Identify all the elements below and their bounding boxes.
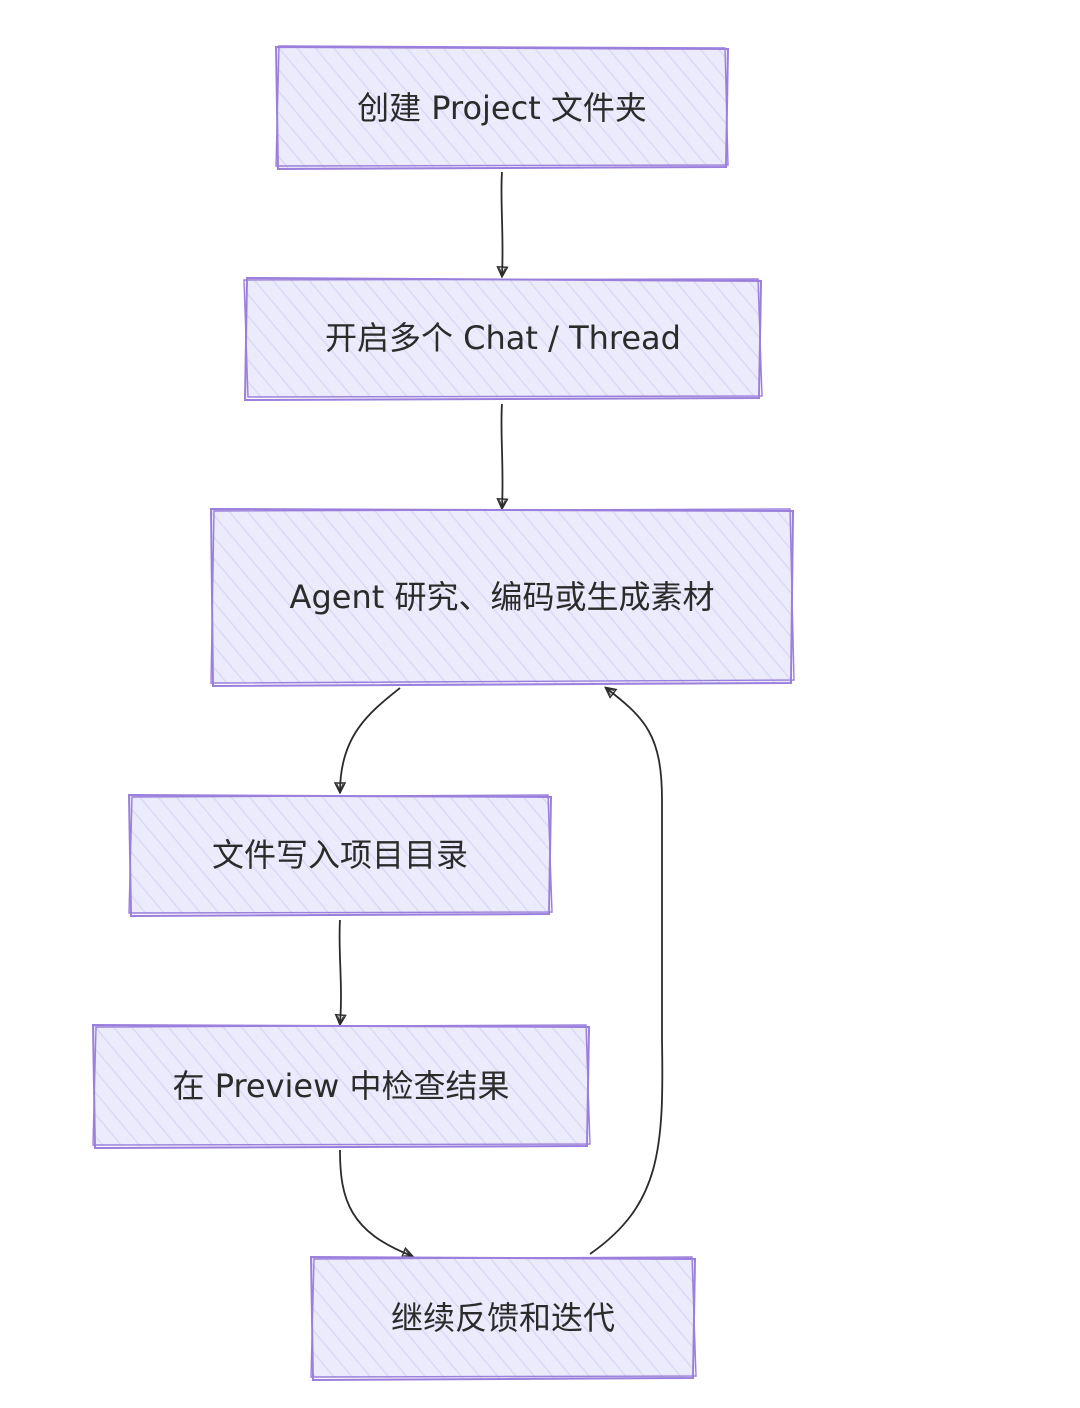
node-feedback-iterate	[309, 1255, 697, 1382]
node-text: Agent 研究、编码或生成素材	[289, 578, 715, 616]
node-write-files	[127, 793, 553, 918]
nodes-group	[91, 45, 795, 1382]
node-label-create-project: 创建 Project 文件夹	[277, 48, 727, 168]
edge-n4-n5	[340, 919, 341, 1024]
node-text: 开启多个 Chat / Thread	[325, 319, 681, 357]
node-label-preview-results: 在 Preview 中检查结果	[94, 1026, 588, 1146]
node-label-feedback-iterate: 继续反馈和迭代	[312, 1258, 694, 1378]
edge-n6-n3	[589, 688, 664, 1255]
edge-n1-n2	[501, 171, 502, 276]
edge-n2-n3	[501, 403, 502, 508]
node-preview-results	[91, 1023, 591, 1150]
node-label-write-files: 文件写入项目目录	[130, 796, 550, 914]
node-text: 文件写入项目目录	[211, 836, 468, 874]
node-agent-work	[209, 507, 795, 688]
node-text: 创建 Project 文件夹	[357, 89, 647, 127]
node-text: 在 Preview 中检查结果	[172, 1067, 510, 1105]
node-label-agent-work: Agent 研究、编码或生成素材	[212, 510, 792, 684]
node-text: 继续反馈和迭代	[390, 1299, 615, 1337]
node-label-open-chats: 开启多个 Chat / Thread	[246, 279, 760, 397]
edge-n5-n6	[339, 1149, 412, 1256]
node-open-chats	[243, 276, 763, 402]
edges-group	[339, 171, 664, 1256]
edge-n3-n4	[340, 687, 401, 792]
node-create-project	[274, 45, 730, 171]
